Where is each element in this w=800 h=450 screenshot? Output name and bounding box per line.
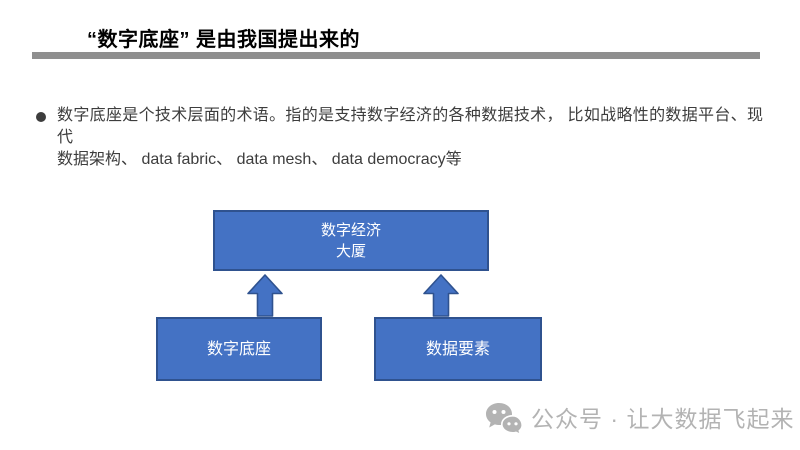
page-title: “数字底座” 是由我国提出来的 <box>87 29 361 51</box>
diagram-box-data-elements-label: 数据要素 <box>425 340 490 358</box>
diagram-box-digital-base-label: 数字底座 <box>206 340 271 358</box>
diagram-box-digital-base: 数字底座 <box>156 317 322 381</box>
diagram-box-digital-economy-line-1: 数字经济 <box>320 221 381 239</box>
up-arrow-left-icon <box>247 274 283 317</box>
bullet-paragraph: 数字底座是个技术层面的术语。指的是支持数字经济的各种数据技术， 比如战略性的数据… <box>36 105 766 171</box>
watermark-text: 公众号 · 让大数据飞起来 <box>531 406 795 432</box>
bullet-text-line-1: 数字底座是个技术层面的术语。指的是支持数字经济的各种数据技术， 比如战略性的数据… <box>57 107 763 146</box>
bullet-text: 数字底座是个技术层面的术语。指的是支持数字经济的各种数据技术， 比如战略性的数据… <box>57 105 763 171</box>
wechat-icon <box>486 403 523 436</box>
diagram-box-data-elements: 数据要素 <box>374 317 542 381</box>
up-arrow-right-icon <box>423 274 459 317</box>
bullet-text-line-2: 数据架构、 data fabric、 data mesh、 data democ… <box>57 151 462 168</box>
diagram-box-digital-economy: 数字经济 大厦 <box>213 210 489 271</box>
watermark: 公众号 · 让大数据飞起来 <box>485 402 794 436</box>
bullet-icon <box>36 112 46 122</box>
title-underline-bar <box>32 52 760 59</box>
diagram-box-digital-economy-line-2: 大厦 <box>335 242 366 260</box>
